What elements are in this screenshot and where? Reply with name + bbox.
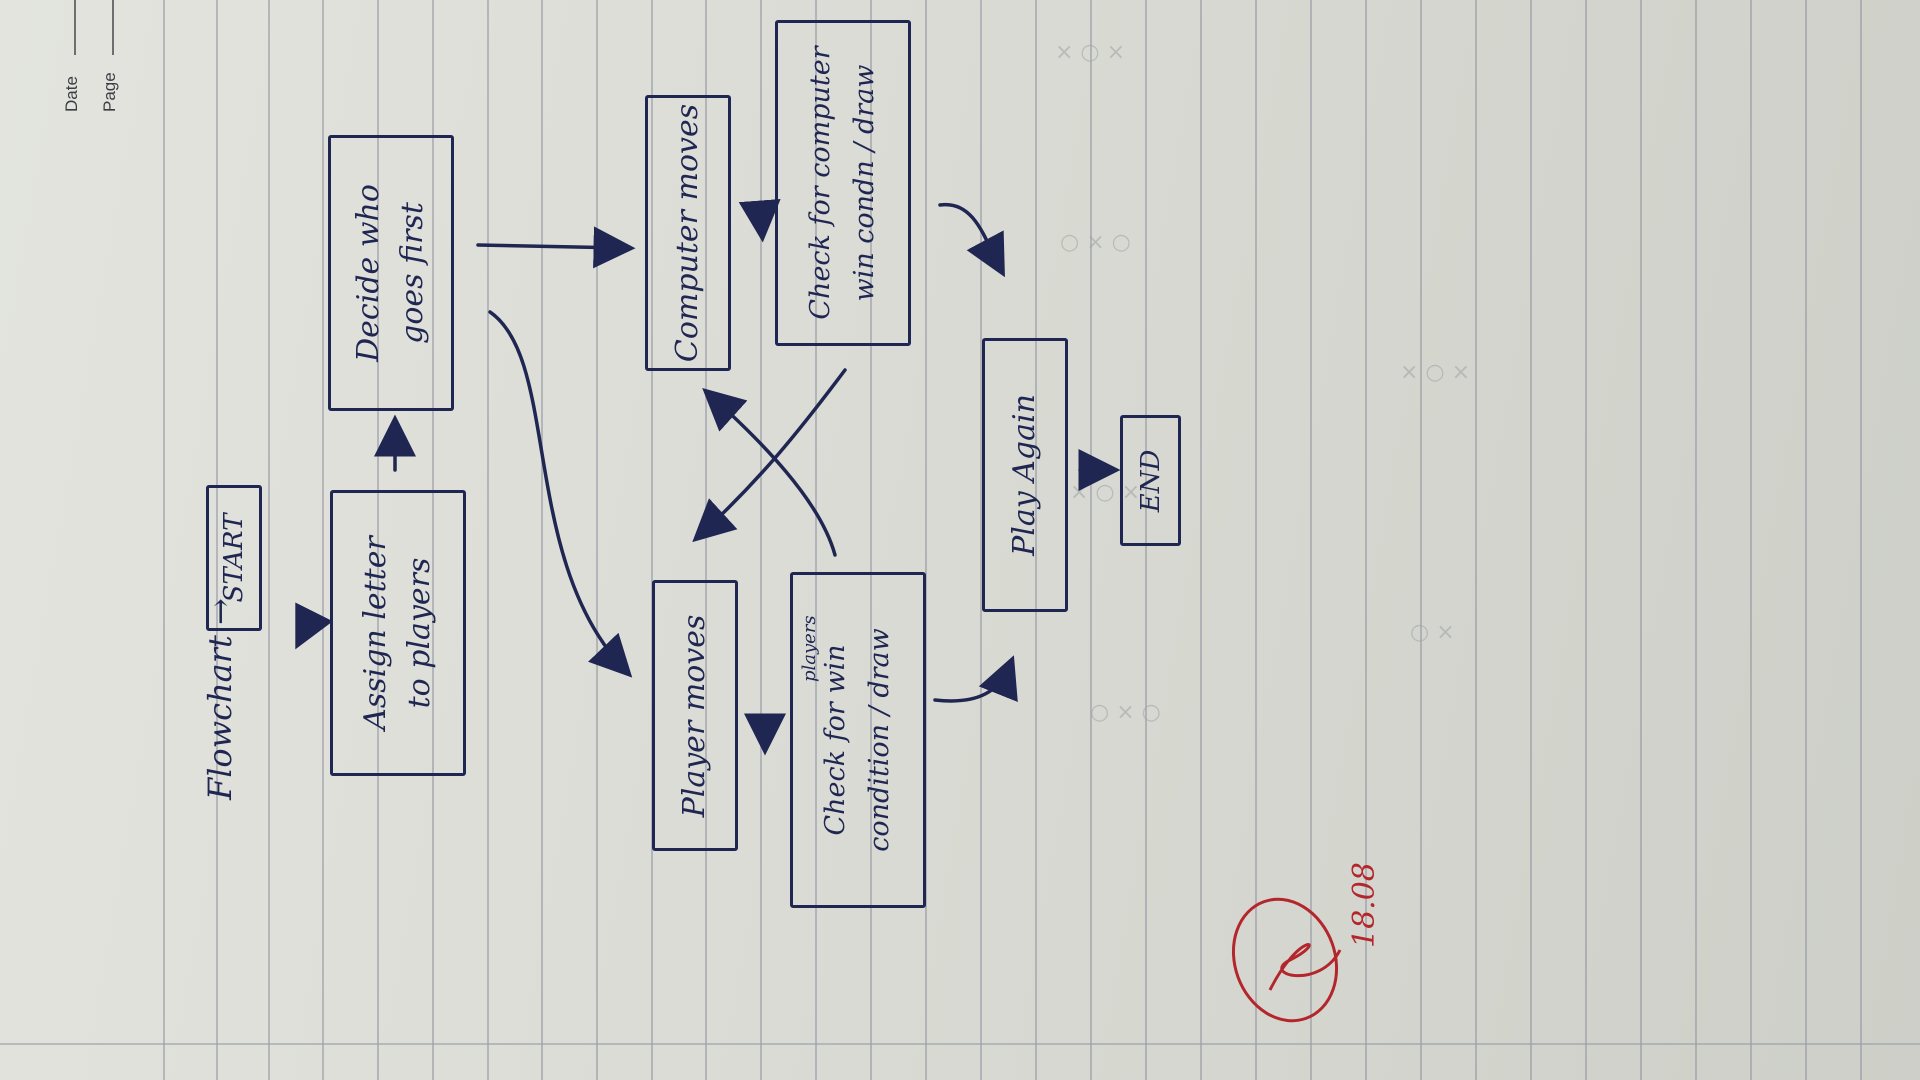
end-node: END bbox=[1120, 415, 1181, 546]
ruled-line bbox=[1475, 0, 1477, 1080]
page-underline bbox=[112, 0, 114, 55]
arrow-checkplayer-to-playagain bbox=[933, 655, 1018, 703]
ruled-line bbox=[980, 0, 982, 1080]
bleed-through-mark: × ○ × bbox=[1055, 40, 1126, 65]
ruled-line bbox=[322, 0, 324, 1080]
ruled-line bbox=[1860, 0, 1862, 1080]
arrow-start-to-assign bbox=[295, 602, 333, 650]
check-players-node: Check for win condition / draw bbox=[790, 572, 926, 908]
bleed-through-mark: × ○ × bbox=[1400, 360, 1471, 385]
margin-line bbox=[0, 1043, 1920, 1045]
arrow-decide-to-player bbox=[488, 310, 633, 678]
arrow-checkcomputer-to-playagain bbox=[938, 202, 1005, 278]
ruled-line bbox=[1090, 0, 1092, 1080]
ruled-line bbox=[1805, 0, 1807, 1080]
ruled-line bbox=[870, 0, 872, 1080]
arrow-computer-to-check bbox=[738, 199, 781, 243]
arrow-checkcomputer-to-player bbox=[692, 368, 847, 543]
check-computer-node: Check for computer win condn / draw bbox=[775, 20, 911, 346]
ruled-line bbox=[1585, 0, 1587, 1080]
bleed-through-mark: ○ × ○ bbox=[1090, 700, 1161, 725]
ruled-line bbox=[1255, 0, 1257, 1080]
ruled-line bbox=[377, 0, 379, 1080]
ruled-line bbox=[1530, 0, 1532, 1080]
ruled-line bbox=[268, 0, 270, 1080]
bleed-through-mark: ○ × bbox=[1410, 620, 1455, 645]
decide-first-node: Decide who goes first bbox=[328, 135, 454, 411]
arrow-checkplayer-to-computer bbox=[702, 387, 837, 557]
bleed-through-mark: ○ × ○ bbox=[1060, 230, 1131, 255]
start-node: START bbox=[206, 485, 262, 631]
ruled-line bbox=[1200, 0, 1202, 1080]
ruled-line bbox=[216, 0, 218, 1080]
ruled-line bbox=[1365, 0, 1367, 1080]
ruled-line bbox=[815, 0, 817, 1080]
ruled-line bbox=[432, 0, 434, 1080]
ruled-line bbox=[760, 0, 762, 1080]
ruled-line bbox=[651, 0, 653, 1080]
ruled-line bbox=[1695, 0, 1697, 1080]
ruled-line bbox=[1420, 0, 1422, 1080]
ruled-line bbox=[1640, 0, 1642, 1080]
ruled-line bbox=[1035, 0, 1037, 1080]
ruled-line bbox=[596, 0, 598, 1080]
arrow-decide-to-computer bbox=[476, 226, 636, 269]
teacher-signature bbox=[1231, 897, 1342, 1023]
ruled-line bbox=[1310, 0, 1312, 1080]
ruled-line bbox=[541, 0, 543, 1080]
ruled-line bbox=[1750, 0, 1752, 1080]
signature-date: 18.08 bbox=[1347, 862, 1382, 948]
ruled-line bbox=[1145, 0, 1147, 1080]
ruled-line bbox=[163, 0, 165, 1080]
play-again-node: Play Again bbox=[982, 338, 1068, 612]
ruled-line bbox=[487, 0, 489, 1080]
date-underline bbox=[74, 0, 76, 55]
player-moves-node: Player moves bbox=[652, 580, 738, 851]
computer-moves-node: Computer moves bbox=[645, 95, 731, 371]
ruled-line bbox=[925, 0, 927, 1080]
